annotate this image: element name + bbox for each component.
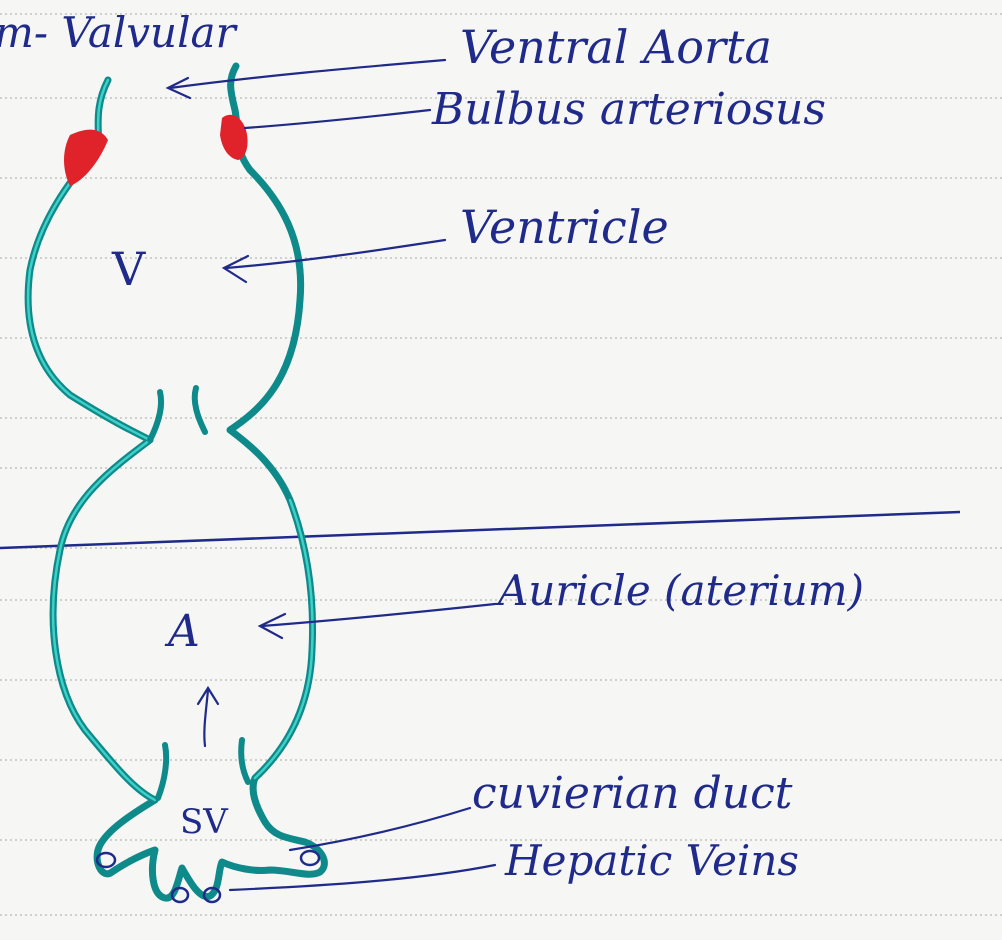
- bulbus-arteriosus-right: [220, 115, 248, 160]
- cuvierian-duct-label: cuvierian duct: [472, 768, 792, 819]
- ventral-aorta-pointer: [170, 60, 445, 88]
- cuvierian-pointer: [290, 808, 470, 850]
- ventricle-arrowhead: [224, 256, 248, 282]
- auricle-pointer: [262, 604, 495, 626]
- ventricle-auricle-valve-left: [150, 392, 161, 440]
- ventricle-letter: V: [112, 242, 145, 296]
- sinus-venosus-right-wall: [241, 740, 248, 782]
- blood-flow-arrow: [204, 690, 208, 746]
- sinus-venosus-letter: SV: [180, 802, 228, 842]
- heart-outline: [28, 66, 324, 902]
- bulbus-arteriosus-label: Bulbus arteriosus: [432, 84, 826, 135]
- ventral-aorta-label: Ventral Aorta: [460, 20, 772, 74]
- ventricle-pointer: [226, 240, 445, 268]
- heart-left-wall: [28, 66, 324, 898]
- cuvierian-duct-right-opening: [301, 851, 319, 865]
- auricle-label: Auricle (aterium): [498, 566, 864, 615]
- ventricle-auricle-valve-right: [195, 388, 205, 432]
- bulbus-pointer: [245, 110, 430, 128]
- hepatic-veins-label: Hepatic Veins: [505, 836, 799, 885]
- top-left-label: m- Valvular: [0, 8, 236, 57]
- label-pointers: [168, 60, 495, 890]
- auricle-letter: A: [168, 606, 200, 657]
- ventricle-label: Ventricle: [460, 200, 669, 254]
- divider-line: [0, 512, 960, 548]
- sinus-venosus-left-wall: [158, 745, 166, 798]
